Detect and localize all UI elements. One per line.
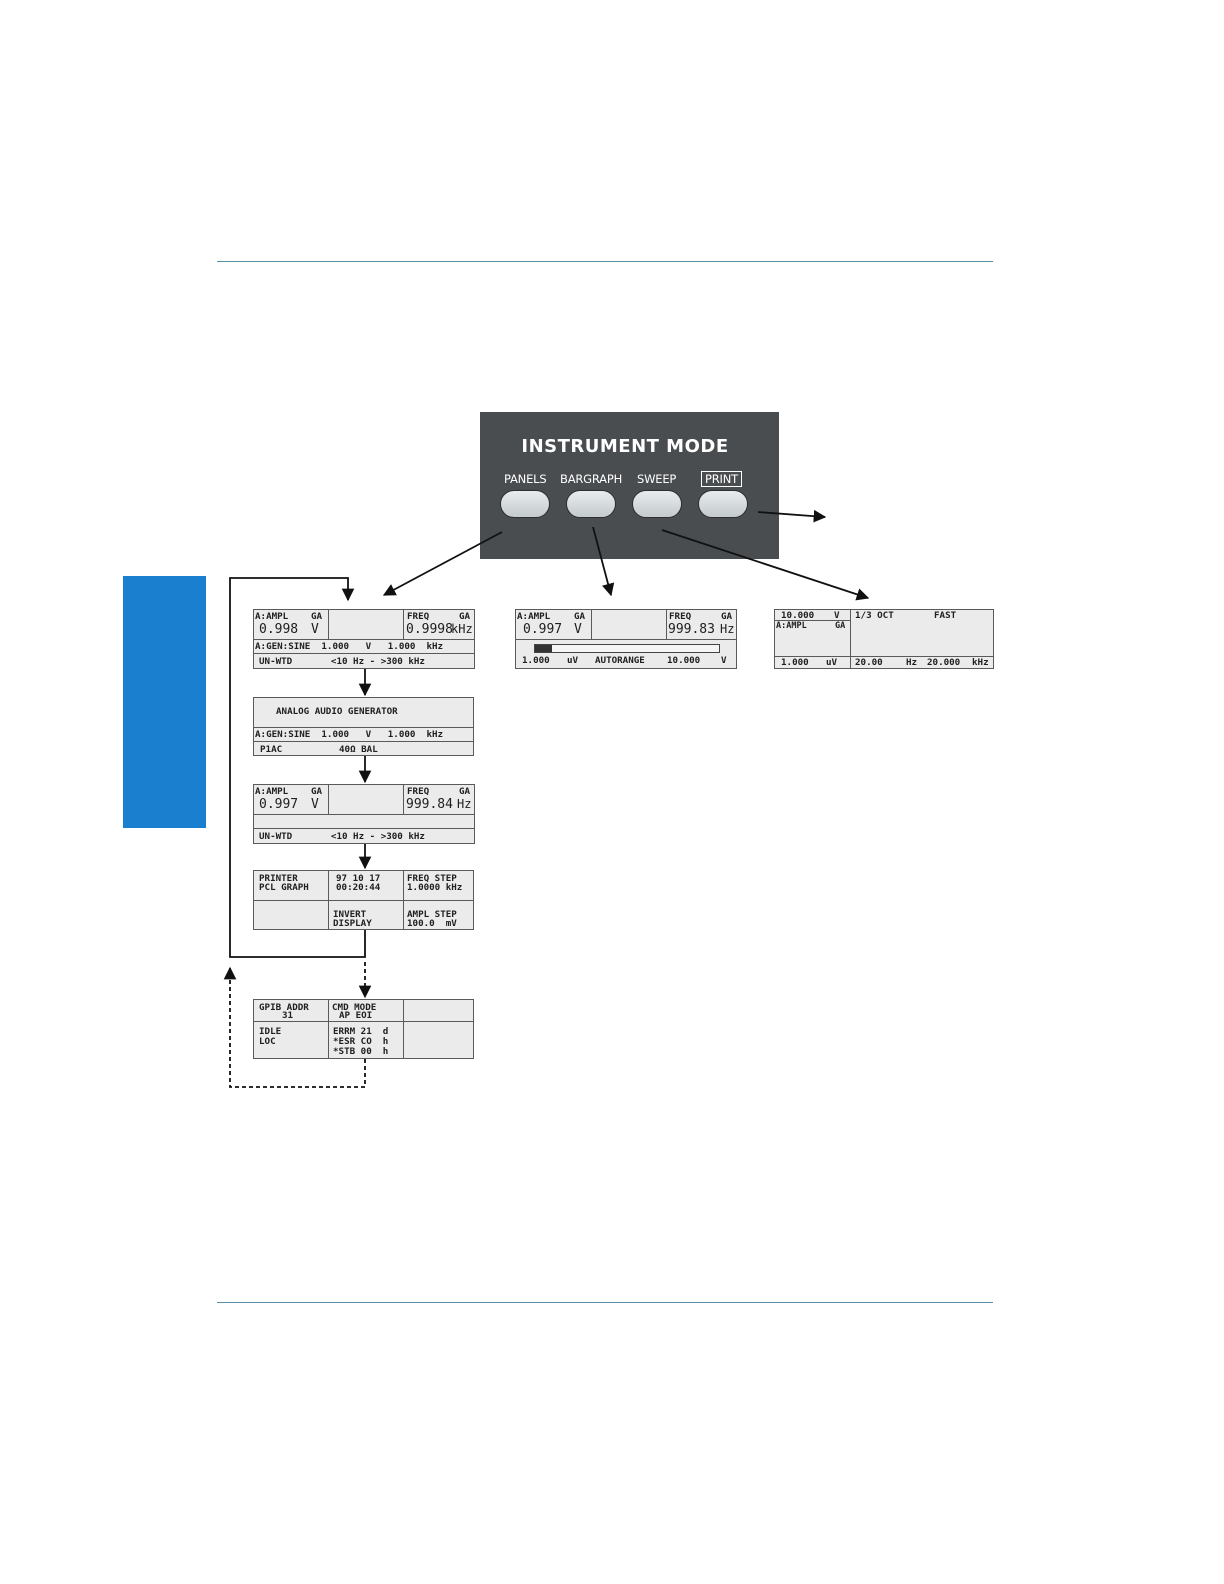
ampl-step-value: 100.0 mV xyxy=(407,918,457,929)
sweep-bottom-unit: uV xyxy=(826,657,838,668)
ampl-unit: V xyxy=(311,622,319,637)
generator-title: ANALOG AUDIO GENERATOR xyxy=(276,706,398,717)
ga-label: GA xyxy=(311,611,323,622)
instrument-mode-panel: INSTRUMENT MODE PANELS BARGRAPH SWEEP PR… xyxy=(480,412,779,559)
freq-label: FREQ xyxy=(407,786,430,797)
ga-label: GA xyxy=(311,786,323,797)
ampl-label: A:AMPL xyxy=(517,611,551,622)
printer-type: PCL GRAPH xyxy=(259,882,309,893)
freq-value: 999.83 xyxy=(668,622,715,637)
arrow-sweep xyxy=(661,529,870,601)
panels-label: PANELS xyxy=(504,472,547,486)
filter-line: UN-WTD <10 Hz - >300 kHz xyxy=(259,656,425,667)
cmd-mode-value: AP EOI xyxy=(339,1010,373,1021)
panel-measurement-1: A:AMPL GA 0.998 V FREQ GA 0.9998 kHz A:G… xyxy=(253,609,475,669)
panel-gpib: GPIB ADDR 31 CMD MODE AP EOI IDLE LOC ER… xyxy=(253,999,474,1059)
output-impedance: 40Ω BAL xyxy=(339,744,378,755)
sweep-top-unit: V xyxy=(834,610,840,621)
loop-return-line xyxy=(229,577,366,958)
ampl-label: A:AMPL xyxy=(255,786,289,797)
ampl-value: 0.997 xyxy=(523,622,563,637)
gpib-addr-label: GPIB ADDR xyxy=(259,1002,309,1013)
invert-label: INVERT xyxy=(333,909,367,920)
arrow-panels xyxy=(382,531,503,596)
date-value: 97 10 17 xyxy=(336,873,381,884)
ampl-step-label: AMPL STEP xyxy=(407,909,457,920)
panel-printer: PRINTER PCL GRAPH 97 10 17 00:20:44 FREQ… xyxy=(253,870,474,930)
header-rule xyxy=(217,261,993,262)
sweep-bottom-value: 1.000 xyxy=(781,657,809,668)
sweep-speed: FAST xyxy=(934,610,957,621)
freq-value: 0.9998 xyxy=(406,622,453,637)
sweep-resolution: 1/3 OCT xyxy=(855,610,894,621)
level-bar-fill xyxy=(535,645,552,652)
bar-min-unit: uV xyxy=(567,655,579,666)
sweep-stop-value: 20.000 xyxy=(927,657,961,668)
ga-label: GA xyxy=(721,611,733,622)
panel-measurement-2: A:AMPL GA 0.997 V FREQ GA 999.84 Hz UN-W… xyxy=(253,784,475,844)
ga-label: GA xyxy=(574,611,586,622)
ga-label: GA xyxy=(459,786,471,797)
bar-min-value: 1.000 xyxy=(522,655,550,666)
generator-line: A:GEN:SINE 1.000 V 1.000 kHz xyxy=(255,641,444,652)
sweep-button[interactable] xyxy=(632,490,682,518)
freq-value: 999.84 xyxy=(406,797,453,812)
panels-button[interactable] xyxy=(500,490,550,518)
freq-step-label: FREQ STEP xyxy=(407,873,457,884)
level-bar-track xyxy=(534,644,720,653)
freq-label: FREQ xyxy=(407,611,430,622)
bargraph-label: BARGRAPH xyxy=(560,472,623,486)
gpib-return-line xyxy=(223,966,366,1088)
time-value: 00:20:44 xyxy=(336,882,381,893)
panel-bargraph: A:AMPL GA 0.997 V FREQ GA 999.83 Hz 1.00… xyxy=(515,609,737,669)
ampl-value: 0.997 xyxy=(259,797,299,812)
freq-unit: kHz xyxy=(451,622,473,636)
ampl-value: 0.998 xyxy=(259,622,299,637)
arrow-bargraph xyxy=(592,526,615,597)
gpib-addr-value: 31 xyxy=(282,1010,294,1021)
bar-max-unit: V xyxy=(721,655,727,666)
freq-label: FREQ xyxy=(669,611,692,622)
sweep-start-value: 20.00 xyxy=(855,657,883,668)
footer-rule xyxy=(217,1302,993,1303)
esr-line: *ESR CO h xyxy=(333,1036,389,1047)
chapter-side-tab xyxy=(123,576,206,828)
panel-analog-generator: ANALOG AUDIO GENERATOR A:GEN:SINE 1.000 … xyxy=(253,697,474,756)
freq-unit: Hz xyxy=(720,622,735,636)
sweep-stop-unit: kHz xyxy=(972,657,989,668)
bargraph-button[interactable] xyxy=(566,490,616,518)
printer-label: PRINTER xyxy=(259,873,298,884)
cmd-mode-label: CMD MODE xyxy=(332,1002,377,1013)
output-connector: P1AC xyxy=(260,744,283,755)
sweep-label: SWEEP xyxy=(637,472,677,486)
print-button[interactable] xyxy=(698,490,748,518)
display-label: DISPLAY xyxy=(333,918,372,929)
ampl-unit: V xyxy=(311,797,319,812)
panel-sweep: 10.000 V 1/3 OCT FAST A:AMPL GA 1.000 uV… xyxy=(774,609,994,669)
status-idle: IDLE xyxy=(259,1026,282,1037)
errm-line: ERRM 21 d xyxy=(333,1026,389,1037)
instrument-mode-title: INSTRUMENT MODE xyxy=(521,436,729,457)
arrow-print xyxy=(757,509,827,523)
stb-line: *STB 00 h xyxy=(333,1046,389,1057)
generator-line: A:GEN:SINE 1.000 V 1.000 kHz xyxy=(255,729,444,740)
sweep-start-unit: Hz xyxy=(906,657,918,668)
bar-max-value: 10.000 xyxy=(667,655,701,666)
ampl-label: A:AMPL xyxy=(776,621,807,631)
ga-label: GA xyxy=(459,611,471,622)
range-mode: AUTORANGE xyxy=(595,655,645,666)
freq-step-value: 1.0000 kHz xyxy=(407,882,463,893)
ga-label: GA xyxy=(835,621,846,631)
filter-line: UN-WTD <10 Hz - >300 kHz xyxy=(259,831,425,842)
status-loc: LOC xyxy=(259,1036,276,1047)
sweep-top-value: 10.000 xyxy=(781,610,815,621)
freq-unit: Hz xyxy=(457,797,472,811)
print-label: PRINT xyxy=(701,471,742,487)
ampl-label: A:AMPL xyxy=(255,611,289,622)
ampl-unit: V xyxy=(574,622,582,637)
